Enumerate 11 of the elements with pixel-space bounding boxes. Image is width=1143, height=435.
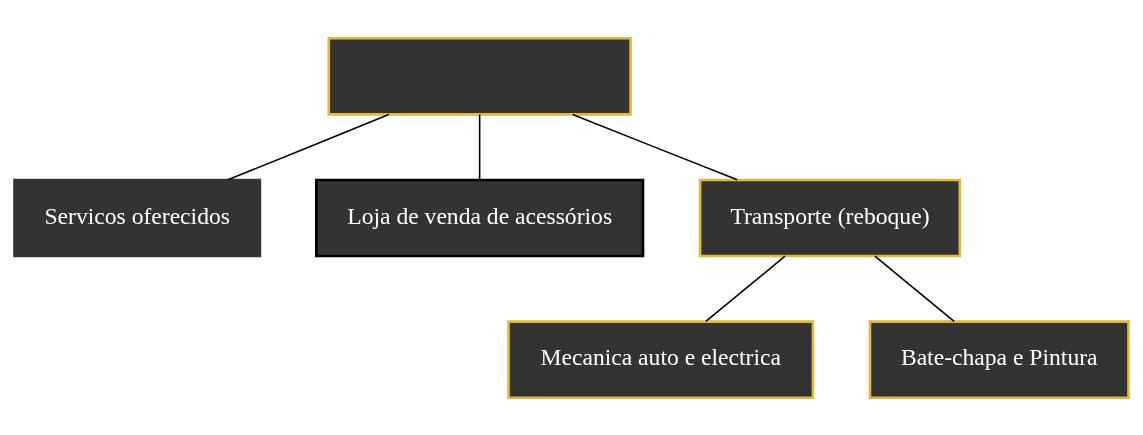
connector — [874, 254, 955, 322]
connector — [571, 113, 738, 181]
node-box: Bate-chapa e Pintura — [868, 319, 1130, 399]
node-box: Transporte (reboque) — [698, 178, 962, 257]
node-box: Mecanica auto e electrica — [507, 319, 815, 399]
node-box — [327, 36, 632, 116]
connector — [705, 254, 786, 322]
node-box: Loja de venda de acessórios — [315, 178, 645, 257]
connector — [227, 113, 390, 181]
node-box: Servicos oferecidos — [13, 178, 262, 257]
connector — [478, 113, 481, 180]
